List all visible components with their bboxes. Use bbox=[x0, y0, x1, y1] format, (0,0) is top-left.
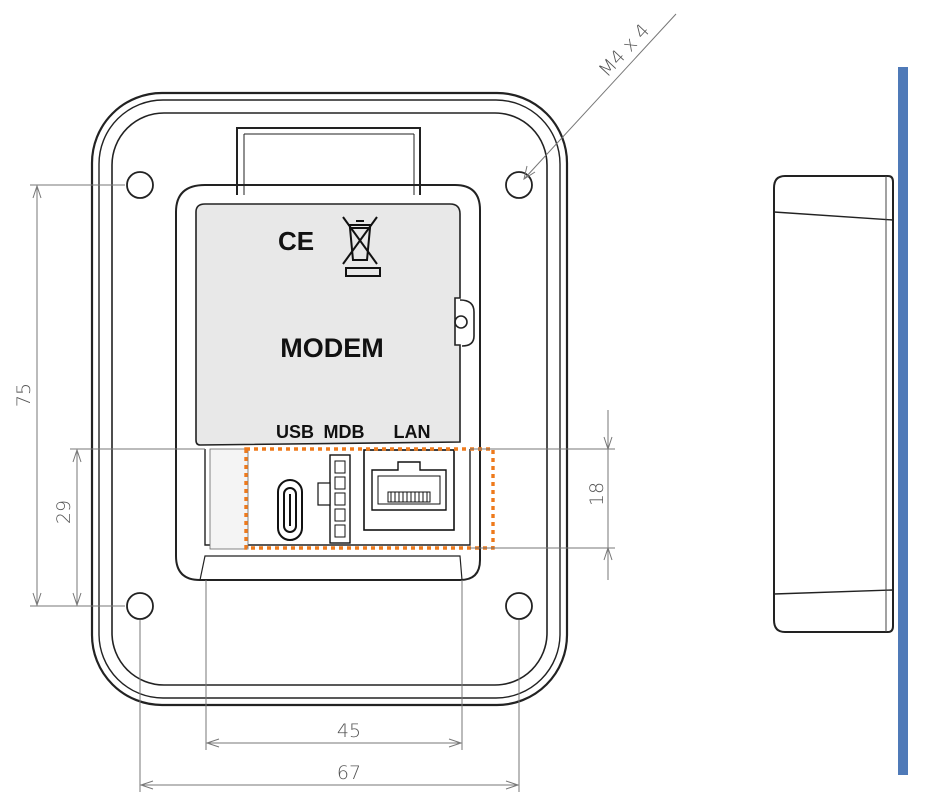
usb-port bbox=[277, 479, 303, 541]
modem-module bbox=[195, 203, 461, 446]
mdb-label: MDB bbox=[324, 422, 365, 442]
lan-port bbox=[363, 449, 455, 531]
connector-highlight bbox=[244, 447, 495, 550]
enclosure-rim bbox=[98, 99, 561, 699]
usb-label: USB bbox=[276, 422, 314, 442]
dim-port-width: 45 bbox=[337, 720, 361, 742]
latch-screw bbox=[454, 315, 468, 329]
enclosure-outer bbox=[90, 91, 569, 707]
dim-hole-spacing: 67 bbox=[337, 762, 361, 784]
recess-outline bbox=[175, 184, 481, 581]
weee-bin-icon bbox=[342, 216, 381, 277]
lan-label: LAN bbox=[394, 422, 431, 442]
mount-hole-top-left bbox=[126, 171, 154, 199]
ce-mark: CE bbox=[278, 226, 314, 256]
mount-hole-bottom-right bbox=[505, 592, 533, 620]
screw-note: M4 x 4 bbox=[595, 20, 655, 82]
mdb-connector bbox=[317, 454, 351, 544]
side-body bbox=[773, 175, 894, 633]
side-latch bbox=[459, 299, 475, 347]
mount-hole-bottom-left bbox=[126, 592, 154, 620]
enclosure-inner bbox=[111, 112, 548, 686]
connector-bay bbox=[204, 449, 471, 546]
dim-height-outer: 75 bbox=[13, 383, 35, 407]
top-tab bbox=[236, 127, 421, 195]
side-view bbox=[773, 67, 908, 775]
modem-label: MODEM bbox=[280, 333, 384, 363]
dim-port-height: 18 bbox=[586, 482, 608, 506]
dim-height-inner: 29 bbox=[53, 500, 75, 524]
front-view: CE MODEM USB MDB LAN bbox=[90, 91, 569, 707]
mounting-rail bbox=[898, 67, 908, 775]
mount-hole-top-right bbox=[505, 171, 533, 199]
